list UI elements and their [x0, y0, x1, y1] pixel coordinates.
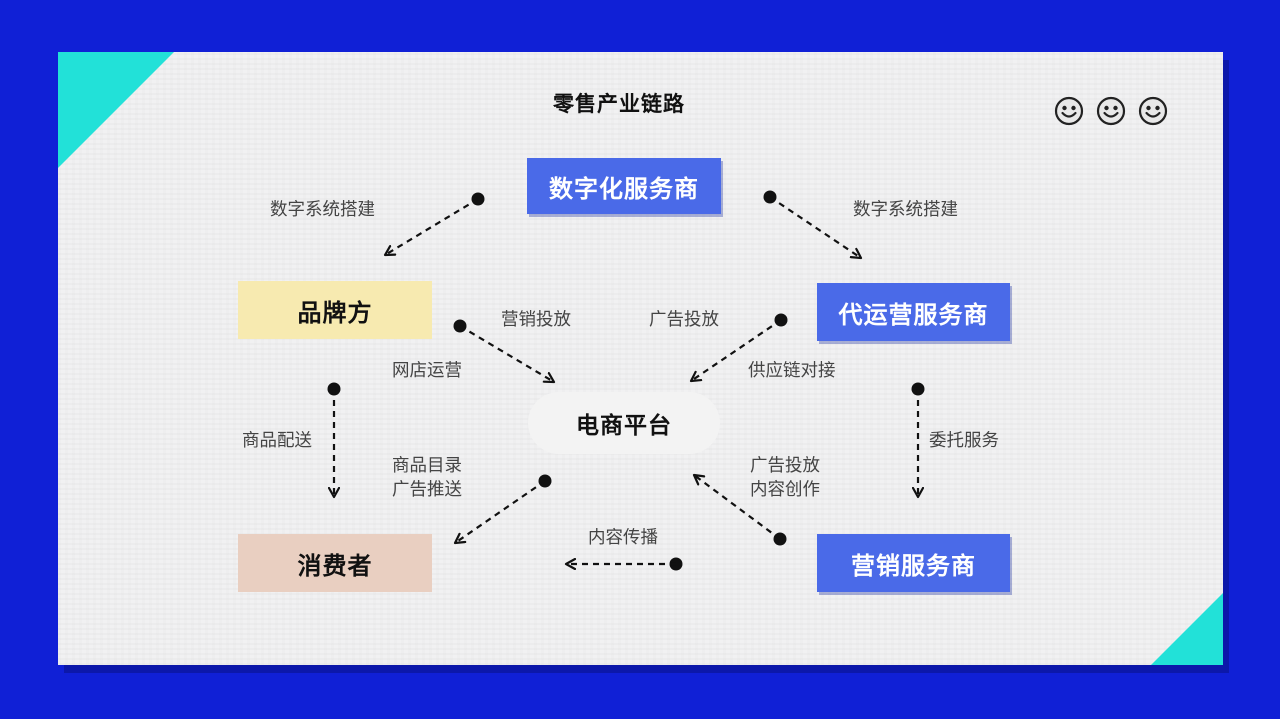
connector-brand-to-platform	[453, 319, 555, 383]
label-ad-placement: 广告投放	[750, 456, 820, 476]
diagram-title: 零售产业链路	[553, 92, 685, 116]
connector-digital-to-operator	[763, 190, 862, 259]
label-operator-platform: 广告投放	[649, 310, 719, 330]
label-marketing-platform: 广告投放 内容创作	[750, 454, 820, 502]
label-digital-brand: 数字系统搭建	[270, 200, 375, 220]
diagram-card: 零售产业链路	[58, 52, 1223, 665]
label-product-catalog: 商品目录	[392, 456, 462, 476]
connector-marketing-to-consumer	[566, 557, 683, 571]
connector-operator-to-platform	[691, 313, 788, 382]
label-content-spread: 内容传播	[588, 528, 658, 548]
label-brand-platform: 营销投放	[501, 310, 571, 330]
label-supply-chain: 供应链对接	[748, 361, 836, 381]
corner-accent-bottom-right	[1151, 593, 1223, 665]
connector-marketing-to-platform	[694, 475, 787, 546]
connector-operator-to-marketing	[911, 382, 925, 498]
label-product-delivery: 商品配送	[242, 431, 312, 451]
node-digital-service-provider: 数字化服务商	[527, 158, 721, 214]
label-entrusted-service: 委托服务	[929, 431, 999, 451]
connector-platform-to-consumer	[455, 474, 552, 544]
node-operation-service-provider: 代运营服务商	[817, 283, 1010, 341]
connector-layer	[327, 190, 925, 571]
smiley-group	[1054, 96, 1168, 126]
label-ad-push: 广告推送	[392, 480, 462, 500]
corner-accent-top-left	[58, 52, 174, 168]
label-content-creation: 内容创作	[750, 480, 820, 500]
smiley-icon	[1054, 96, 1084, 126]
connector-brand-to-consumer	[327, 382, 341, 498]
label-platform-consumer: 商品目录 广告推送	[392, 454, 462, 502]
label-digital-operator: 数字系统搭建	[853, 200, 958, 220]
smiley-icon	[1138, 96, 1168, 126]
node-ecommerce-platform: 电商平台	[528, 392, 720, 454]
node-consumer: 消费者	[238, 534, 432, 592]
label-shop-operation: 网店运营	[392, 361, 462, 381]
smiley-icon	[1096, 96, 1126, 126]
node-marketing-service-provider: 营销服务商	[817, 534, 1010, 592]
connector-digital-to-brand	[385, 192, 485, 256]
node-brand: 品牌方	[238, 281, 432, 339]
